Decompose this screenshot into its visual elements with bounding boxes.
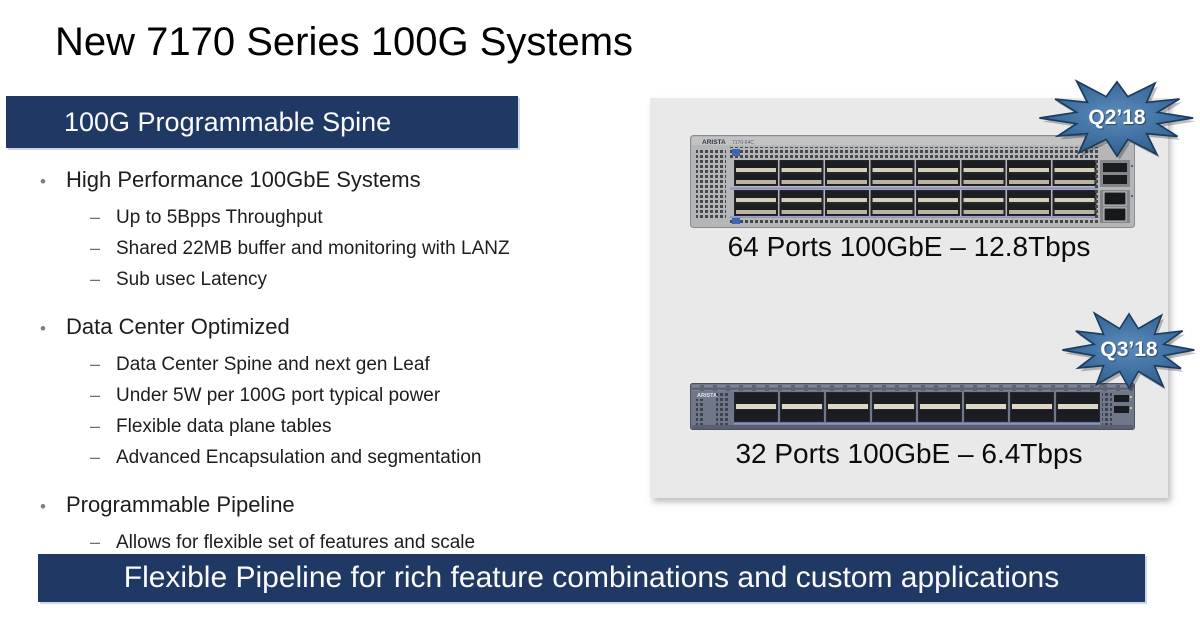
bullet-label: Data Center Optimized: [66, 314, 290, 339]
switch-64-port-image: ARISTA 7170-64C: [690, 135, 1135, 228]
switch-32-port-image: ARISTA: [690, 383, 1135, 430]
starburst-icon: [1039, 79, 1196, 160]
dash-icon: –: [90, 385, 101, 405]
sub-bullet-label: Sub usec Latency: [116, 269, 268, 290]
sub-bullet-item: – Advanced Encapsulation and segmentatio…: [90, 442, 640, 473]
sub-bullet-item: – Sub usec Latency: [90, 264, 640, 295]
sub-bullet-label: Flexible data plane tables: [116, 416, 332, 437]
sub-bullet-label: Data Center Spine and next gen Leaf: [116, 354, 430, 375]
bullet-group: • Data Center Optimized – Data Center Sp…: [40, 313, 640, 473]
sub-bullet-item: – Up to 5Bpps Throughput: [90, 202, 640, 233]
section-banner: 100G Programmable Spine: [6, 96, 518, 148]
release-badge-q2: Q2’18: [1032, 72, 1200, 164]
product-caption-64: 64 Ports 100GbE – 12.8Tbps: [727, 231, 1091, 262]
footer-banner-label: Flexible Pipeline for rich feature combi…: [123, 561, 1060, 594]
product-caption-32: 32 Ports 100GbE – 6.4Tbps: [735, 438, 1083, 469]
starburst-icon: [1062, 311, 1197, 392]
bullet-dot-icon: •: [40, 319, 46, 338]
bullet-group: • Programmable Pipeline – Allows for fle…: [40, 491, 640, 558]
dash-icon: –: [90, 416, 101, 436]
bullet-item: • High Performance 100GbE Systems: [40, 166, 640, 196]
dash-icon: –: [90, 238, 101, 258]
sub-bullet-item: – Data Center Spine and next gen Leaf: [90, 349, 640, 380]
svg-text:ARISTA: ARISTA: [702, 139, 726, 146]
bullet-item: • Data Center Optimized: [40, 313, 640, 343]
release-badge-label: Q3’18: [1100, 338, 1158, 361]
bullet-label: Programmable Pipeline: [66, 492, 295, 517]
dash-icon: –: [90, 207, 101, 227]
footer-banner: Flexible Pipeline for rich feature combi…: [38, 554, 1145, 602]
svg-text:ARISTA: ARISTA: [697, 393, 717, 399]
sub-bullet-item: – Allows for flexible set of features an…: [90, 527, 640, 558]
release-badge-q3: Q3’18: [1056, 304, 1200, 396]
sub-bullet-item: – Under 5W per 100G port typical power: [90, 380, 640, 411]
bullet-list: • High Performance 100GbE Systems – Up t…: [40, 166, 640, 576]
bullet-dot-icon: •: [40, 497, 46, 516]
sub-bullet-item: – Flexible data plane tables: [90, 411, 640, 442]
sub-bullet-item: – Shared 22MB buffer and monitoring with…: [90, 233, 640, 264]
sub-bullet-label: Shared 22MB buffer and monitoring with L…: [116, 238, 510, 259]
bullet-item: • Programmable Pipeline: [40, 491, 640, 521]
bullet-dot-icon: •: [40, 172, 46, 191]
sub-bullet-label: Advanced Encapsulation and segmentation: [116, 447, 482, 468]
page-title: New 7170 Series 100G Systems: [55, 20, 634, 64]
sub-bullet-label: Up to 5Bpps Throughput: [116, 207, 323, 228]
dash-icon: –: [90, 532, 101, 552]
release-badge-label: Q2’18: [1088, 106, 1146, 129]
svg-text:7170-64C: 7170-64C: [732, 140, 754, 146]
dash-icon: –: [90, 447, 101, 467]
sub-bullet-label: Allows for flexible set of features and …: [116, 532, 476, 553]
dash-icon: –: [90, 354, 101, 374]
bullet-group: • High Performance 100GbE Systems – Up t…: [40, 166, 640, 295]
sub-bullet-label: Under 5W per 100G port typical power: [116, 385, 441, 406]
bullet-label: High Performance 100GbE Systems: [66, 167, 421, 192]
section-banner-label: 100G Programmable Spine: [64, 107, 392, 137]
dash-icon: –: [90, 269, 101, 289]
